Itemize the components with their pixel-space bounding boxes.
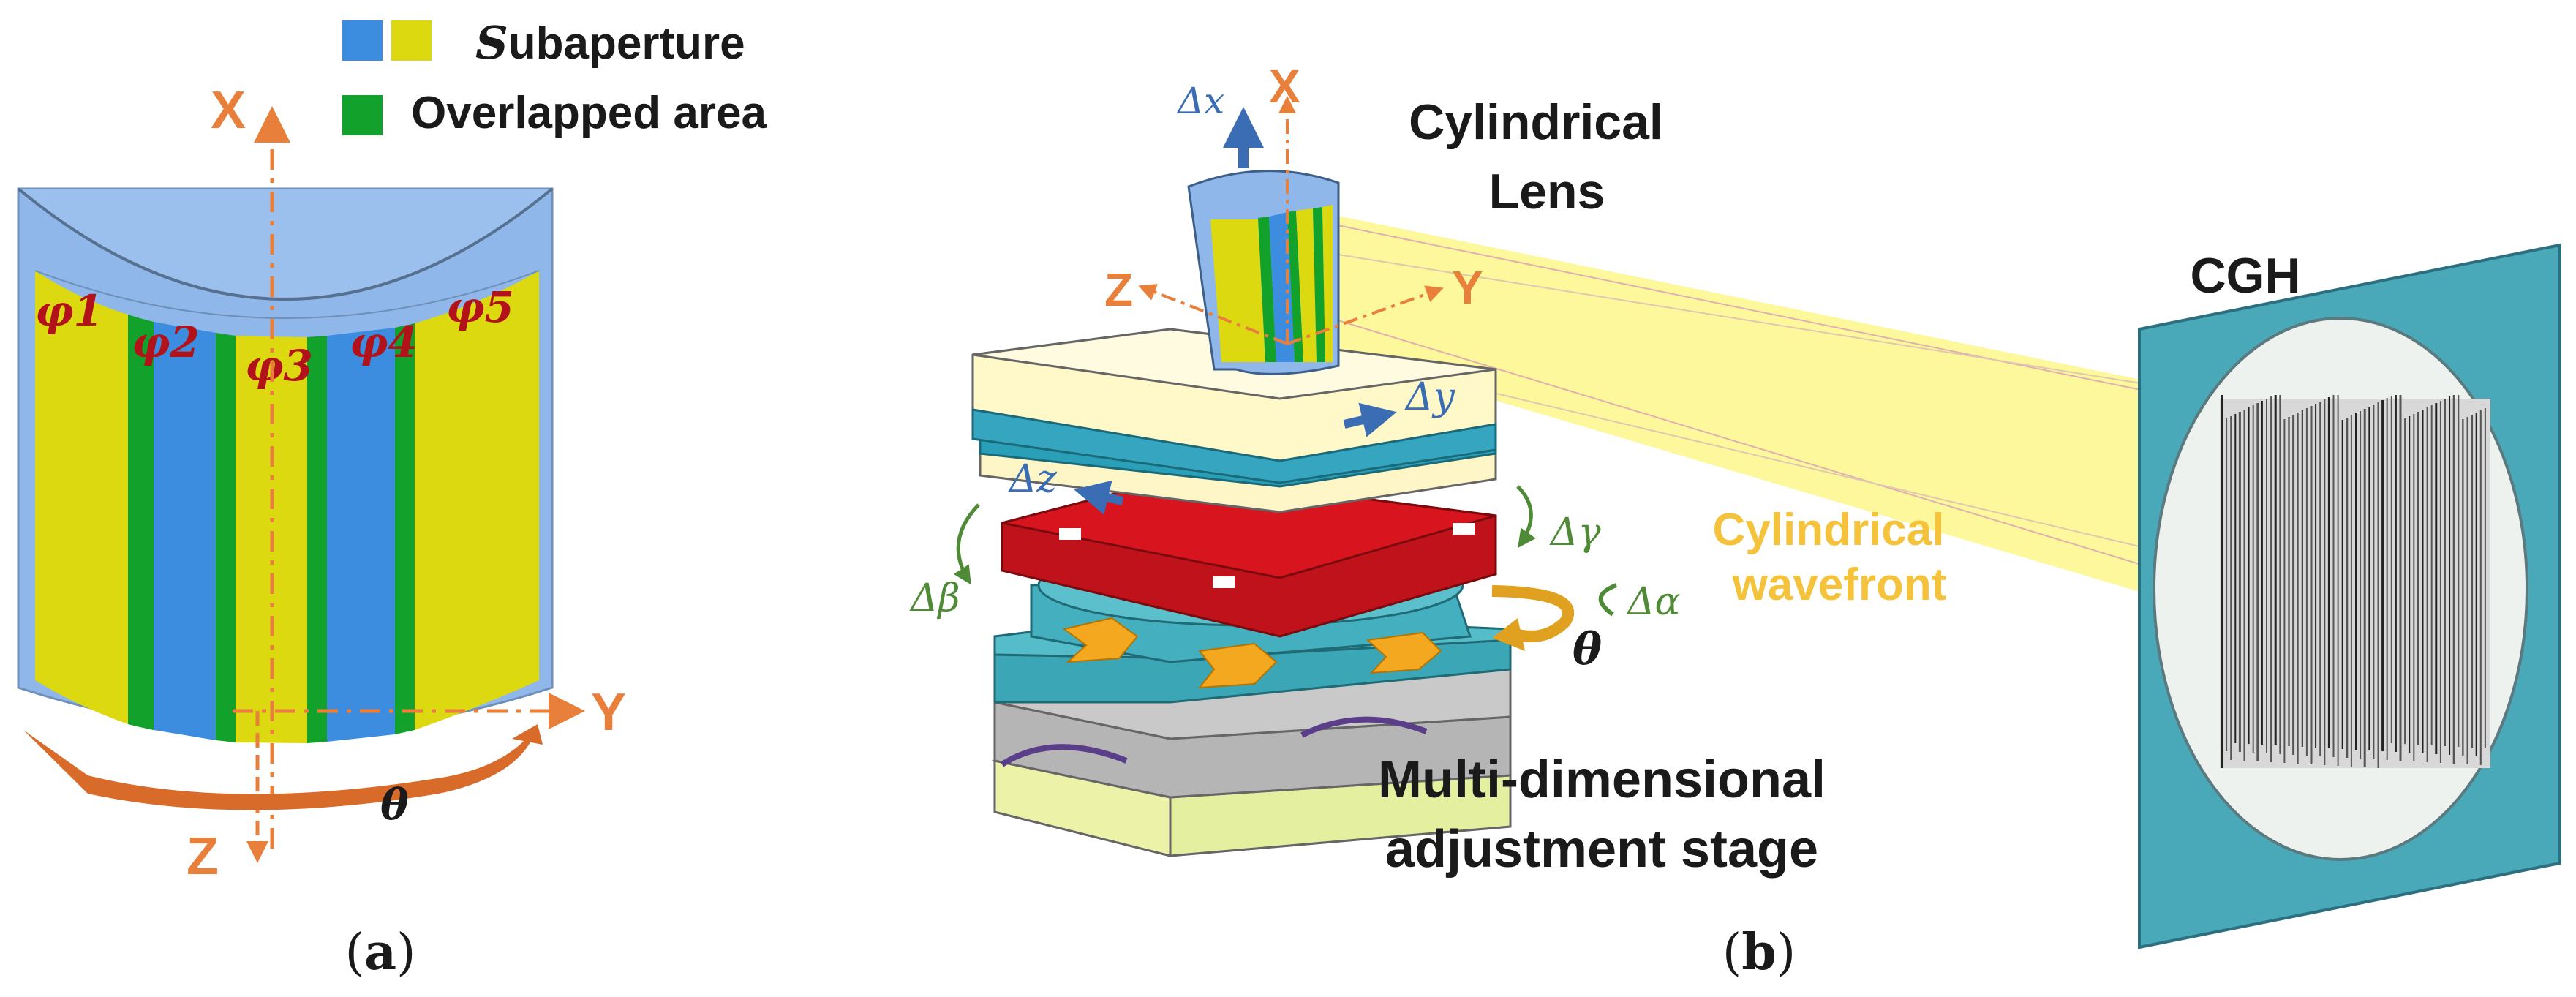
axis-z-label-a: Z — [187, 827, 219, 886]
axis-x-label-b: X — [1269, 60, 1300, 113]
wavefront-label-line2: wavefront — [1732, 560, 1947, 610]
cgh-grating — [2220, 395, 2490, 768]
dalpha-label: Δα — [1626, 580, 1681, 624]
phi-label-5: φ5 — [446, 282, 514, 332]
stage-label-line2: adjustment stage — [1385, 820, 1818, 879]
theta-rotation-arrow-b — [1491, 585, 1575, 642]
dx-label: Δx — [1176, 80, 1224, 122]
phi-label-1: φ1 — [35, 286, 103, 336]
dy-label: Δy — [1404, 375, 1455, 419]
theta-label-b: θ — [1573, 624, 1602, 675]
legend-swatch-yellow — [391, 20, 432, 61]
legend: Subaperture Overlapped area — [342, 16, 767, 138]
caption-b: (b) — [1722, 923, 1796, 982]
cgh-plate — [2138, 243, 2561, 949]
cylinder-strips — [34, 270, 540, 743]
axis-x-label-a: X — [211, 81, 246, 140]
lens-label-line1: Cylindrical — [1409, 94, 1663, 150]
cylindrical-lens — [1187, 170, 1340, 375]
axis-z-label-b: Z — [1104, 263, 1133, 316]
dy-arrow — [1343, 402, 1397, 437]
dbeta-arrow — [953, 503, 980, 585]
cgh-label: CGH — [2190, 248, 2300, 304]
stage-label-line1: Multi-dimensional — [1378, 750, 1826, 809]
axis-y-label-a: Y — [591, 683, 626, 742]
cylinder-top-face — [17, 187, 554, 301]
legend-swatch-blue — [342, 20, 383, 61]
dgamma-label: Δγ — [1549, 511, 1602, 554]
axis-y-label-b: Y — [1452, 261, 1483, 314]
axis-z-line-b — [1138, 284, 1288, 345]
phi-label-4: φ4 — [350, 317, 418, 367]
dalpha-arrow — [1598, 583, 1618, 617]
dz-arrow — [1074, 480, 1124, 515]
theta-label-a: θ — [380, 780, 409, 829]
phi-label-2: φ2 — [132, 317, 200, 367]
dz-label: Δz — [1008, 457, 1058, 501]
caption-a: (a) — [344, 923, 415, 982]
legend-subaperture-label: Subaperture — [475, 16, 745, 69]
legend-overlapped-label: Overlapped area — [411, 88, 767, 138]
lens-label-line2: Lens — [1489, 164, 1605, 219]
phi-label-3: φ3 — [245, 341, 313, 391]
dbeta-label: Δβ — [909, 576, 960, 620]
dgamma-arrow — [1516, 485, 1536, 549]
legend-swatch-green — [342, 95, 383, 135]
axis-y-line-b — [1287, 285, 1444, 345]
wavefront-label-line1: Cylindrical — [1713, 505, 1945, 555]
theta-rotation-arrow-a — [23, 724, 538, 810]
panel-a-cylinder: φ1 φ2 φ3 φ4 φ5 X Y Z θ — [17, 81, 626, 886]
